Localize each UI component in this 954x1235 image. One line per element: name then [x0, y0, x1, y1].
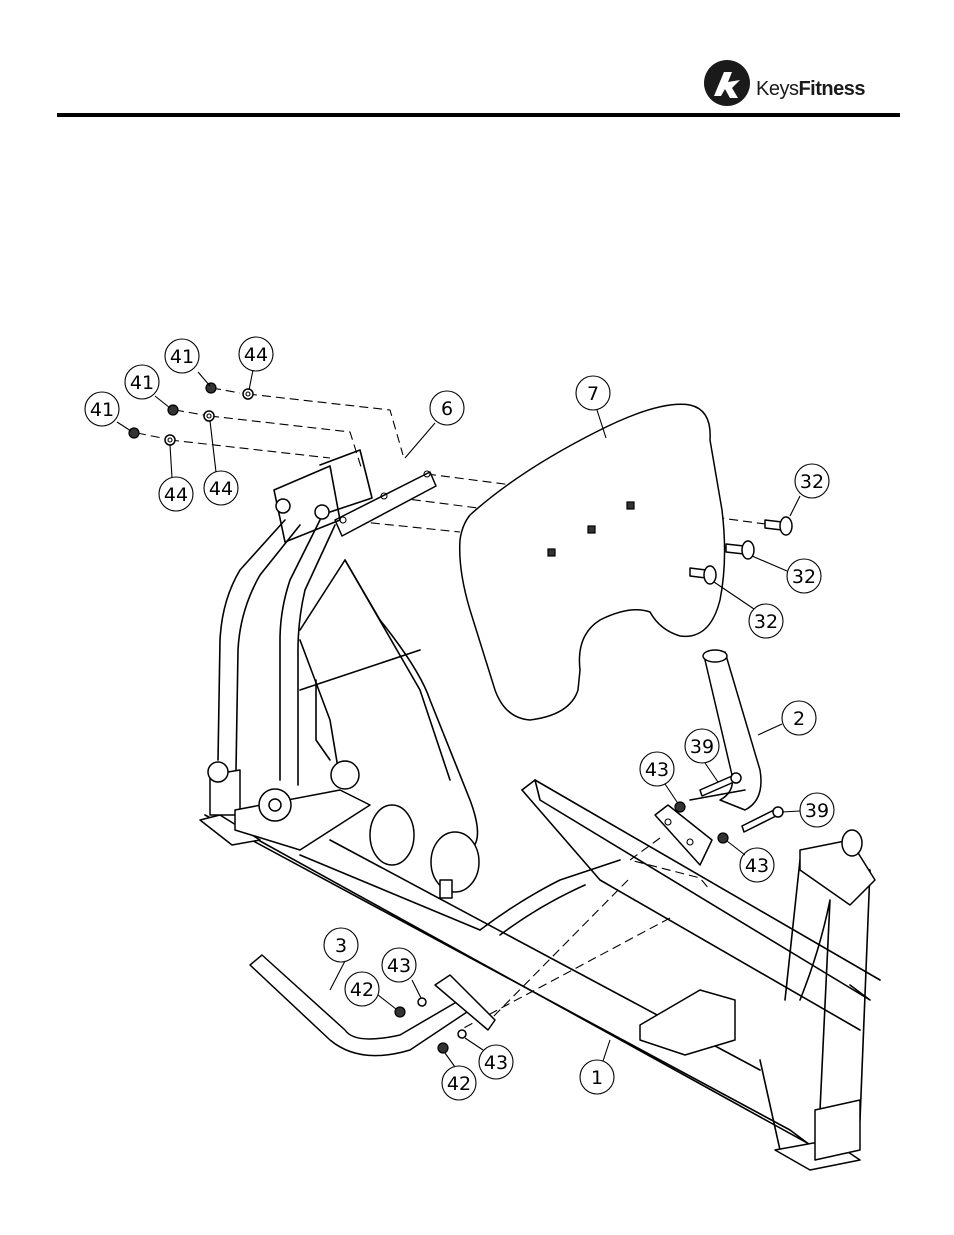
callout-32-top: 32	[790, 464, 829, 516]
callout-39-right: 39	[782, 793, 834, 827]
callout-41-top: 41	[165, 339, 210, 386]
callout-41-middle: 41	[125, 365, 170, 408]
callout-43-right: 43	[727, 841, 774, 882]
callout-6: 6	[405, 391, 464, 458]
svg-text:43: 43	[387, 955, 411, 977]
svg-text:44: 44	[244, 344, 268, 366]
svg-text:2: 2	[793, 708, 805, 730]
callout-44-middle: 44	[204, 421, 238, 505]
callout-2: 2	[758, 701, 816, 735]
svg-text:41: 41	[90, 399, 114, 421]
part-7-back-pad	[460, 404, 725, 720]
svg-text:32: 32	[792, 566, 816, 588]
svg-text:42: 42	[350, 979, 374, 1001]
svg-text:42: 42	[447, 1073, 471, 1095]
svg-text:7: 7	[587, 383, 599, 405]
svg-text:41: 41	[170, 346, 194, 368]
svg-text:44: 44	[209, 478, 233, 500]
svg-text:1: 1	[591, 1067, 603, 1089]
callout-43-top: 43	[640, 752, 677, 802]
callout-42-foot-lower: 42	[442, 1053, 476, 1100]
callout-39-top: 39	[685, 729, 719, 782]
svg-text:39: 39	[690, 736, 714, 758]
callout-1: 1	[580, 1040, 614, 1094]
svg-text:3: 3	[335, 935, 347, 957]
carriage-rollers	[200, 499, 479, 898]
svg-text:44: 44	[164, 484, 188, 506]
svg-text:43: 43	[745, 855, 769, 877]
callout-41-left: 41	[85, 392, 131, 431]
svg-text:6: 6	[441, 398, 453, 420]
svg-text:32: 32	[754, 611, 778, 633]
svg-text:43: 43	[484, 1052, 508, 1074]
part-3-foot-handle	[250, 955, 495, 1056]
callout-32-middle: 32	[752, 556, 821, 593]
svg-text:43: 43	[645, 759, 669, 781]
callout-44-top: 44	[239, 337, 273, 390]
callout-44-lower-left: 44	[159, 445, 193, 511]
svg-text:41: 41	[130, 372, 154, 394]
svg-text:39: 39	[805, 800, 829, 822]
callout-32-bottom: 32	[714, 582, 783, 638]
svg-text:32: 32	[800, 471, 824, 493]
handle-mounting-plate	[655, 805, 712, 865]
callout-43-foot-upper: 43	[382, 948, 421, 998]
